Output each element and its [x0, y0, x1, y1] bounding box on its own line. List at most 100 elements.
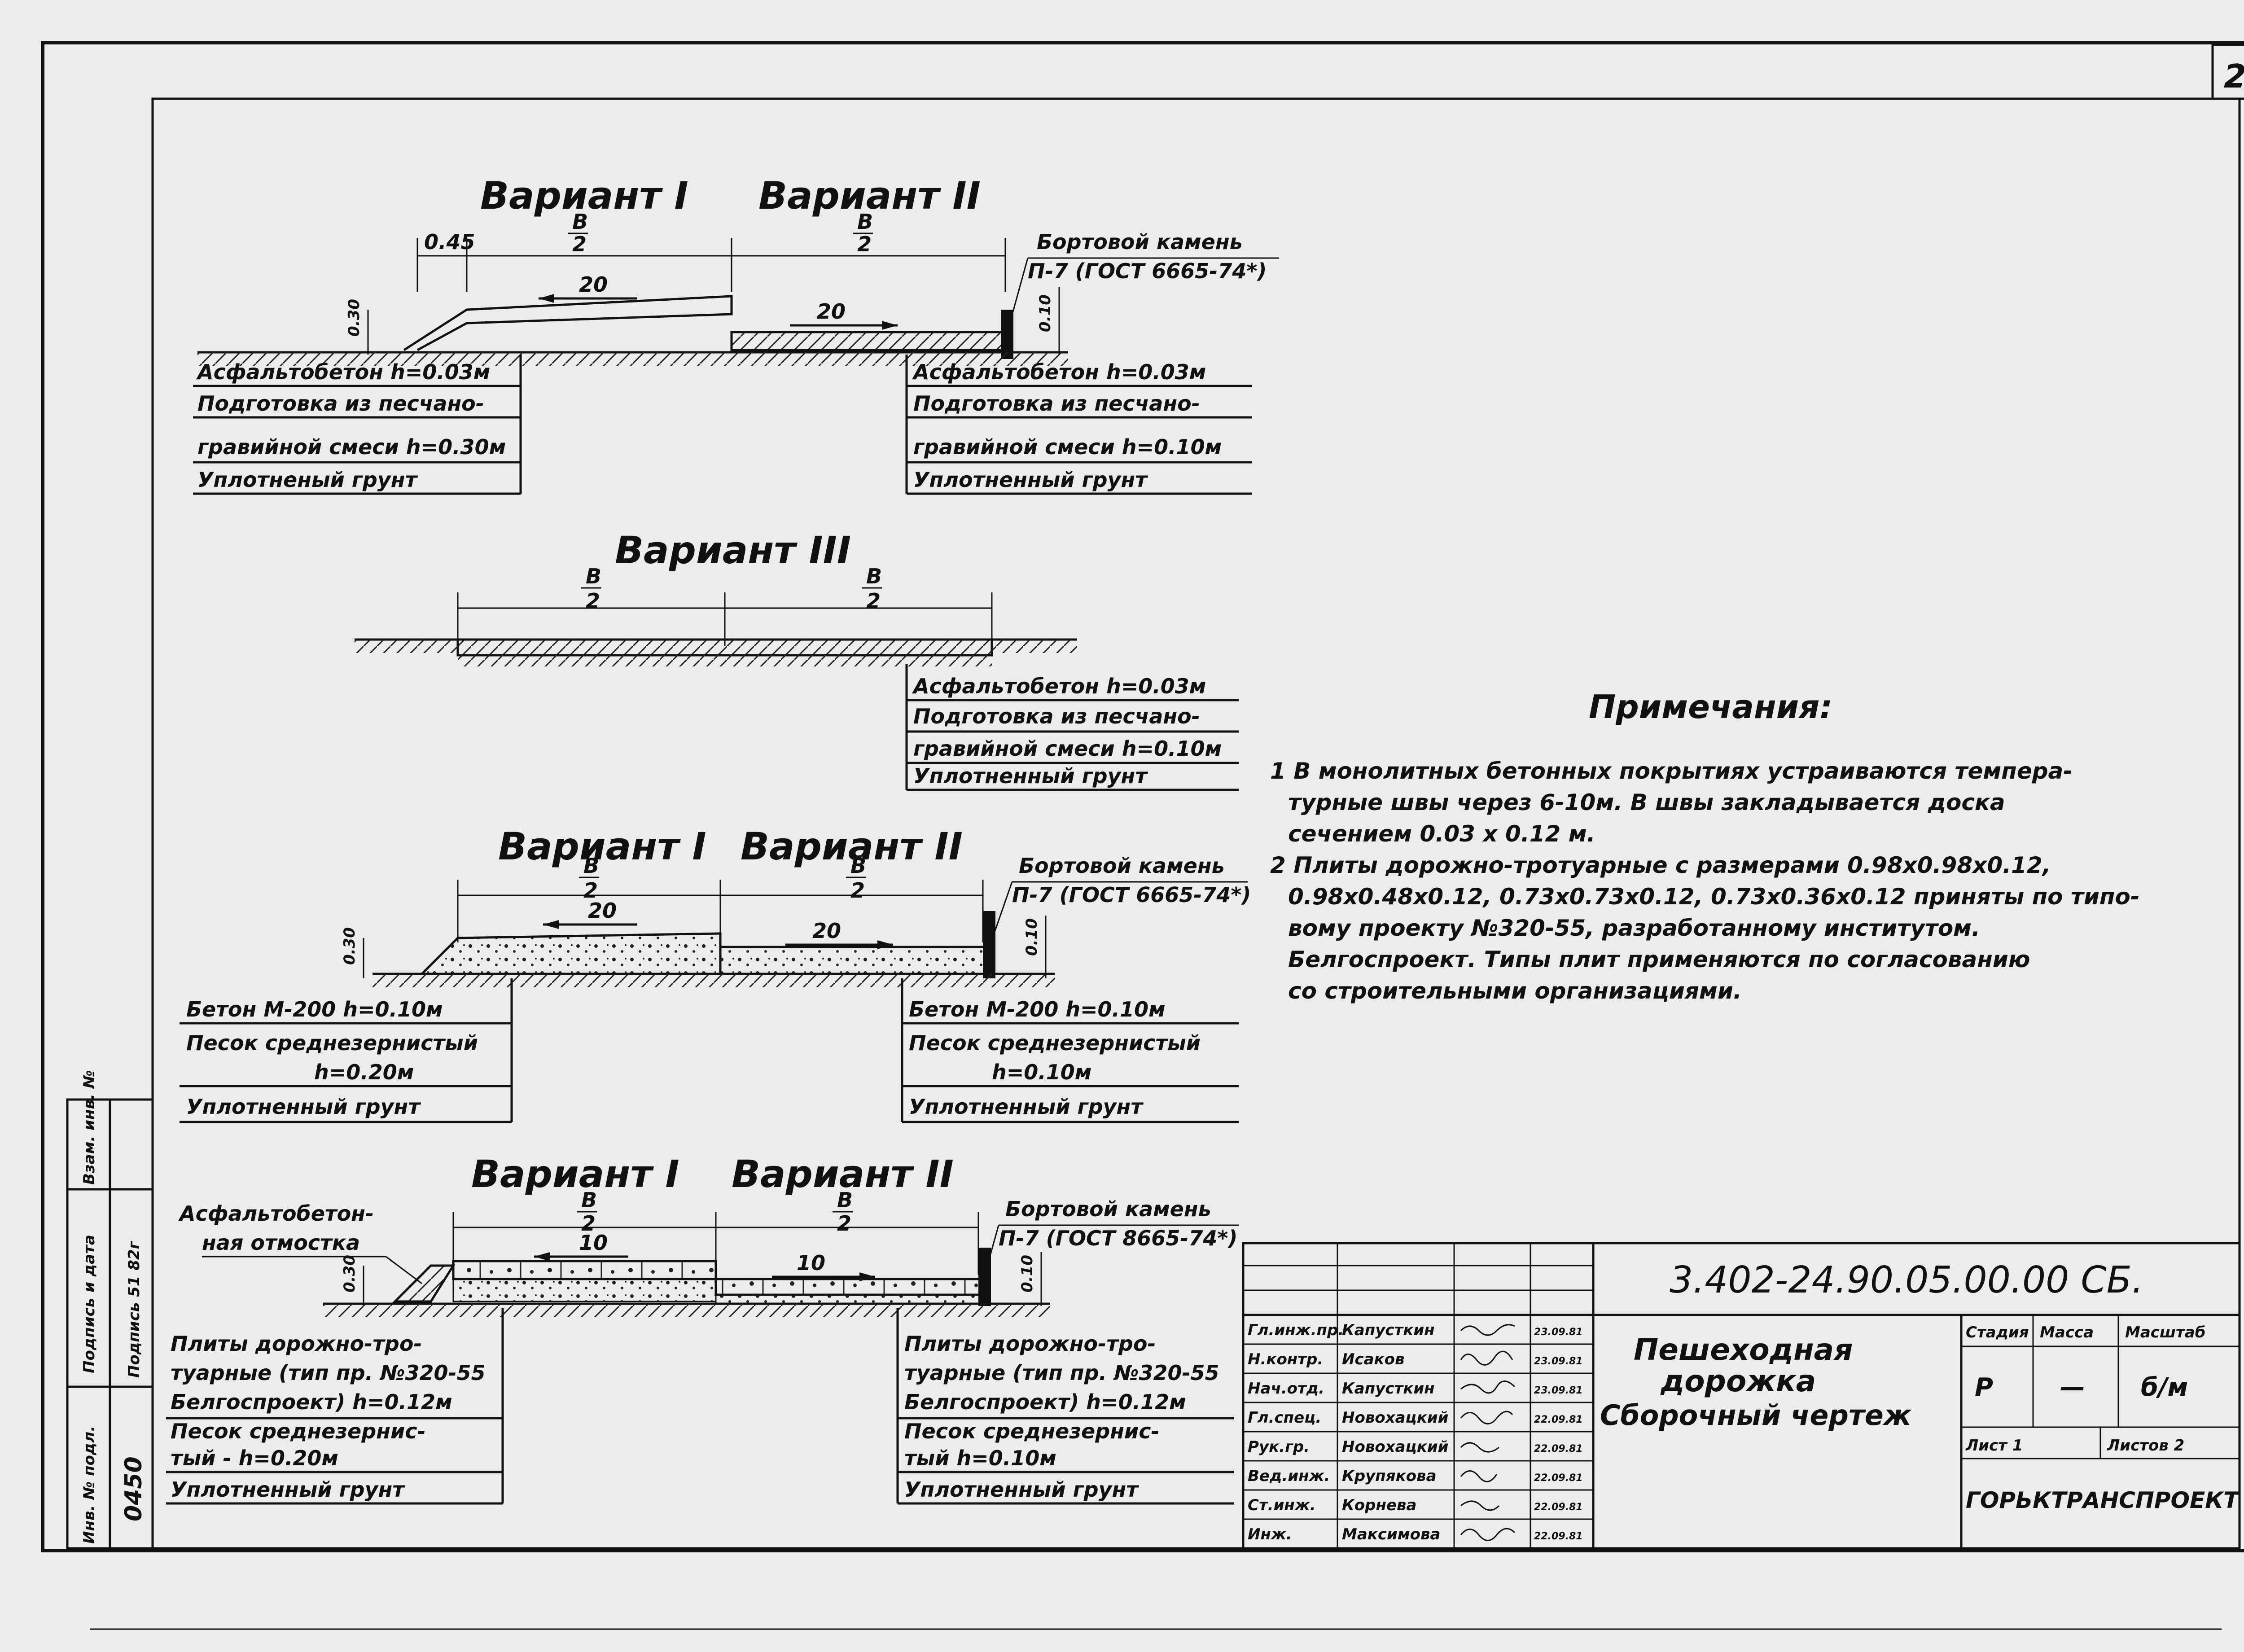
s3-curb-spec: П-7 (ГОСТ 6665-74*) — [1012, 883, 1251, 907]
svg-text:22.09.81: 22.09.81 — [1534, 1414, 1583, 1425]
svg-text:В: В — [837, 1188, 853, 1212]
notes-heading: Примечания: — [1589, 688, 1832, 726]
svg-text:23.09.81: 23.09.81 — [1534, 1356, 1583, 1367]
svg-text:2 Плиты дорожно-тротуарные с р: 2 Плиты дорожно-тротуарные с размерами 0… — [1270, 852, 2051, 878]
svg-text:Песок среднезернистый: Песок среднезернистый — [909, 1031, 1201, 1055]
svg-text:Взам. инв. №: Взам. инв. № — [80, 1070, 98, 1185]
svg-text:Бетон М-200 h=0.10м: Бетон М-200 h=0.10м — [909, 997, 1166, 1021]
s4-layers-left: Плиты дорожно-тро- туарные (тип пр. №320… — [166, 1308, 504, 1505]
svg-text:Масса: Масса — [2040, 1323, 2094, 1341]
s4-layers-right: Плиты дорожно-тро- туарные (тип пр. №320… — [896, 1308, 1234, 1505]
svg-text:22.09.81: 22.09.81 — [1534, 1531, 1583, 1542]
section-4: Вариант I Вариант II В 2 В 2 10 10 0.30 … — [166, 1152, 1239, 1505]
side-stamp: Инв. № подл. Подпись и дата Взам. инв. №… — [66, 1070, 154, 1550]
s1-dim-b-right: В — [857, 210, 873, 234]
sheet-count: Листов 2 — [2107, 1437, 2184, 1455]
organization: ГОРЬКТРАНСПРОЕКТ — [1966, 1487, 2240, 1513]
s1-layers-left: Асфальтобетон h=0.03м Подготовка из песч… — [193, 355, 522, 495]
svg-text:Плиты дорожно-тро-: Плиты дорожно-тро- — [904, 1332, 1156, 1356]
svg-text:Песок среднезернистый: Песок среднезернистый — [186, 1031, 478, 1055]
svg-text:Плиты дорожно-тро-: Плиты дорожно-тро- — [171, 1332, 422, 1356]
svg-text:Вед.инж.: Вед.инж. — [1248, 1467, 1330, 1485]
s1-title-right: Вариант II — [758, 174, 981, 218]
svg-text:Крупякова: Крупякова — [1342, 1467, 1437, 1485]
s4-curb-label: Бортовой камень — [1005, 1197, 1211, 1221]
svg-text:В: В — [586, 564, 601, 588]
title-line-2: дорожка — [1660, 1364, 1816, 1398]
s2-layers: Асфальтобетон h=0.03м Подготовка из песч… — [905, 664, 1239, 791]
svg-text:Уплотненный грунт: Уплотненный грунт — [904, 1477, 1139, 1502]
s2-pavement — [456, 638, 993, 657]
svg-text:Н.контр.: Н.контр. — [1248, 1350, 1323, 1368]
svg-text:Гл.спец.: Гл.спец. — [1248, 1409, 1321, 1427]
svg-text:Песок среднезернис-: Песок среднезернис- — [904, 1419, 1160, 1443]
svg-text:гравийной смеси h=0.10м: гравийной смеси h=0.10м — [913, 736, 1222, 761]
s1-height-right: 0.10 — [1036, 294, 1054, 332]
svg-text:22.09.81: 22.09.81 — [1534, 1472, 1583, 1484]
s1-dim-edge: 0.45 — [424, 230, 475, 254]
svg-text:Уплотненный грунт: Уплотненный грунт — [913, 764, 1148, 788]
svg-text:Гл.инж.пр.: Гл.инж.пр. — [1248, 1321, 1344, 1339]
s4-title-left: Вариант I — [471, 1152, 679, 1196]
s3-pavement-right — [719, 946, 986, 975]
s3-title-left: Вариант I — [498, 824, 706, 868]
svg-text:2: 2 — [581, 1211, 596, 1236]
svg-text:Инв. № подл.: Инв. № подл. — [80, 1426, 98, 1544]
svg-text:Уплотненный грунт: Уплотненный грунт — [909, 1095, 1144, 1119]
svg-text:0.10: 0.10 — [1018, 1255, 1036, 1293]
scale-value: б/м — [2141, 1373, 2188, 1402]
svg-text:2: 2 — [583, 878, 598, 903]
s4-title-right: Вариант II — [732, 1152, 954, 1196]
s3-curb-label: Бортовой камень — [1019, 854, 1225, 878]
svg-text:тый h=0.10м: тый h=0.10м — [904, 1446, 1056, 1470]
notes: Примечания: 1 В монолитных бетонных покр… — [1270, 688, 2140, 1004]
svg-text:Белгоспроект) h=0.12м: Белгоспроект) h=0.12м — [171, 1390, 452, 1414]
s2-title: Вариант III — [615, 528, 851, 572]
svg-text:Рук.гр.: Рук.гр. — [1248, 1438, 1310, 1456]
sheet-number: 21 — [2224, 57, 2244, 95]
s1-pavement-right — [730, 331, 1007, 351]
svg-text:тый - h=0.20м: тый - h=0.20м — [171, 1446, 338, 1470]
svg-text:2: 2 — [586, 589, 600, 613]
svg-text:Песок среднезернис-: Песок среднезернис- — [171, 1419, 426, 1443]
svg-text:со строительными организациями: со строительными организациями. — [1288, 978, 1742, 1004]
svg-text:Подготовка из песчано-: Подготовка из песчано- — [913, 391, 1200, 416]
s1-curb-spec: П-7 (ГОСТ 6665-74*) — [1028, 259, 1267, 283]
s1-slope-right: 20 — [817, 299, 846, 324]
svg-text:Корнева: Корнева — [1342, 1496, 1417, 1514]
svg-text:23.09.81: 23.09.81 — [1534, 1385, 1583, 1396]
svg-text:Подпись и дата: Подпись и дата — [80, 1235, 98, 1373]
svg-text:22.09.81: 22.09.81 — [1534, 1502, 1583, 1513]
svg-text:Подготовка из песчано-: Подготовка из песчано- — [197, 391, 484, 416]
svg-text:Уплотненый грунт: Уплотненый грунт — [197, 468, 418, 492]
s4-slabs-right — [714, 1278, 982, 1296]
mass-value: — — [2060, 1373, 2085, 1402]
svg-text:h=0.20м: h=0.20м — [314, 1060, 414, 1084]
svg-text:Белгоспроект) h=0.12м: Белгоспроект) h=0.12м — [904, 1390, 1186, 1414]
s1-dim-2-left: 2 — [572, 232, 587, 256]
svg-text:Капусткин: Капусткин — [1342, 1321, 1435, 1339]
svg-text:В: В — [583, 854, 599, 878]
svg-text:2: 2 — [866, 589, 881, 613]
s1-title-left: Вариант I — [480, 174, 688, 218]
section-3: Вариант I Вариант II В 2 В 2 20 20 0.30 … — [180, 824, 1251, 1123]
svg-text:гравийной смеси h=0.30м: гравийной смеси h=0.30м — [197, 435, 506, 459]
svg-text:Нач.отд.: Нач.отд. — [1248, 1380, 1324, 1398]
s3-title-right: Вариант II — [741, 824, 963, 868]
section-1: Вариант I Вариант II 0.45 В 2 В 2 20 20 … — [193, 174, 1279, 495]
s1-curb-label: Бортовой камень — [1037, 230, 1243, 254]
svg-text:Белгоспроект. Типы плит примен: Белгоспроект. Типы плит применяются по с… — [1288, 947, 2030, 973]
svg-text:22.09.81: 22.09.81 — [1534, 1443, 1583, 1455]
svg-text:туарные (тип пр. №320-55: туарные (тип пр. №320-55 — [904, 1361, 1219, 1385]
svg-text:Новохацкий: Новохацкий — [1342, 1409, 1449, 1427]
svg-text:туарные (тип пр. №320-55: туарные (тип пр. №320-55 — [171, 1361, 486, 1385]
svg-text:вому проекту №320-55, разработ: вому проекту №320-55, разработанному инс… — [1288, 915, 1980, 941]
title-line-1: Пешеходная — [1634, 1332, 1853, 1367]
title-block: Гл.инж.пр. Капусткин 23.09.81 Н.контр. И… — [1242, 1242, 2241, 1550]
s4-sand-left — [452, 1278, 717, 1302]
s3-pavement-left — [419, 932, 722, 975]
s4-blind-area-1: Асфальтобетон- — [178, 1201, 374, 1226]
signatures — [1460, 1324, 1516, 1541]
svg-text:20: 20 — [812, 919, 841, 943]
